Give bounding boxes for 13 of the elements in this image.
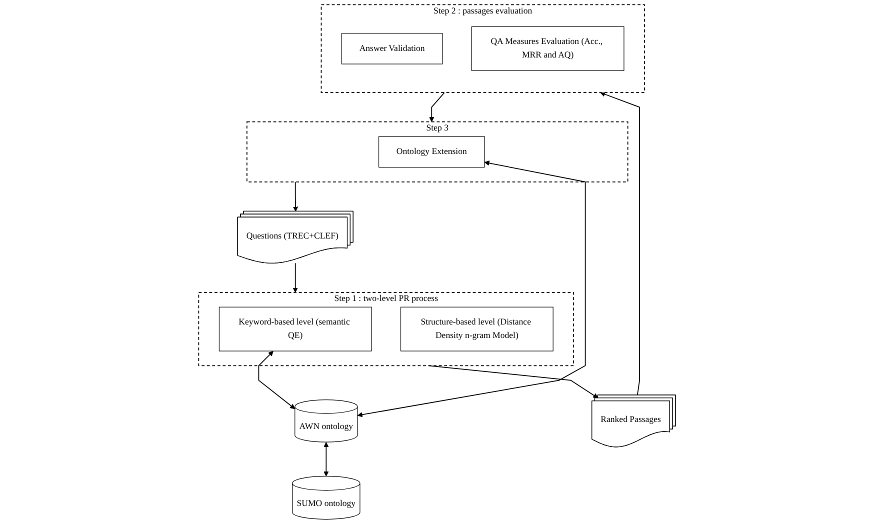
arrow bbox=[428, 365, 598, 398]
arrow bbox=[428, 92, 445, 122]
arrow bbox=[258, 350, 295, 410]
node-box: QA Measures Evaluation (Acc., MRR and AQ) bbox=[471, 26, 624, 71]
node-box: Ontology Extension bbox=[378, 136, 485, 168]
arrow bbox=[292, 262, 298, 293]
arrow bbox=[357, 160, 586, 418]
arrow bbox=[600, 92, 640, 396]
arrow bbox=[323, 442, 329, 476]
node-box: Structure-based level (Distance Density n-gram Model) bbox=[400, 306, 554, 352]
node-box: Keyword-based level (semantic QE) bbox=[218, 306, 372, 352]
arrow bbox=[292, 181, 298, 212]
node-box: Answer Validation bbox=[341, 32, 443, 64]
